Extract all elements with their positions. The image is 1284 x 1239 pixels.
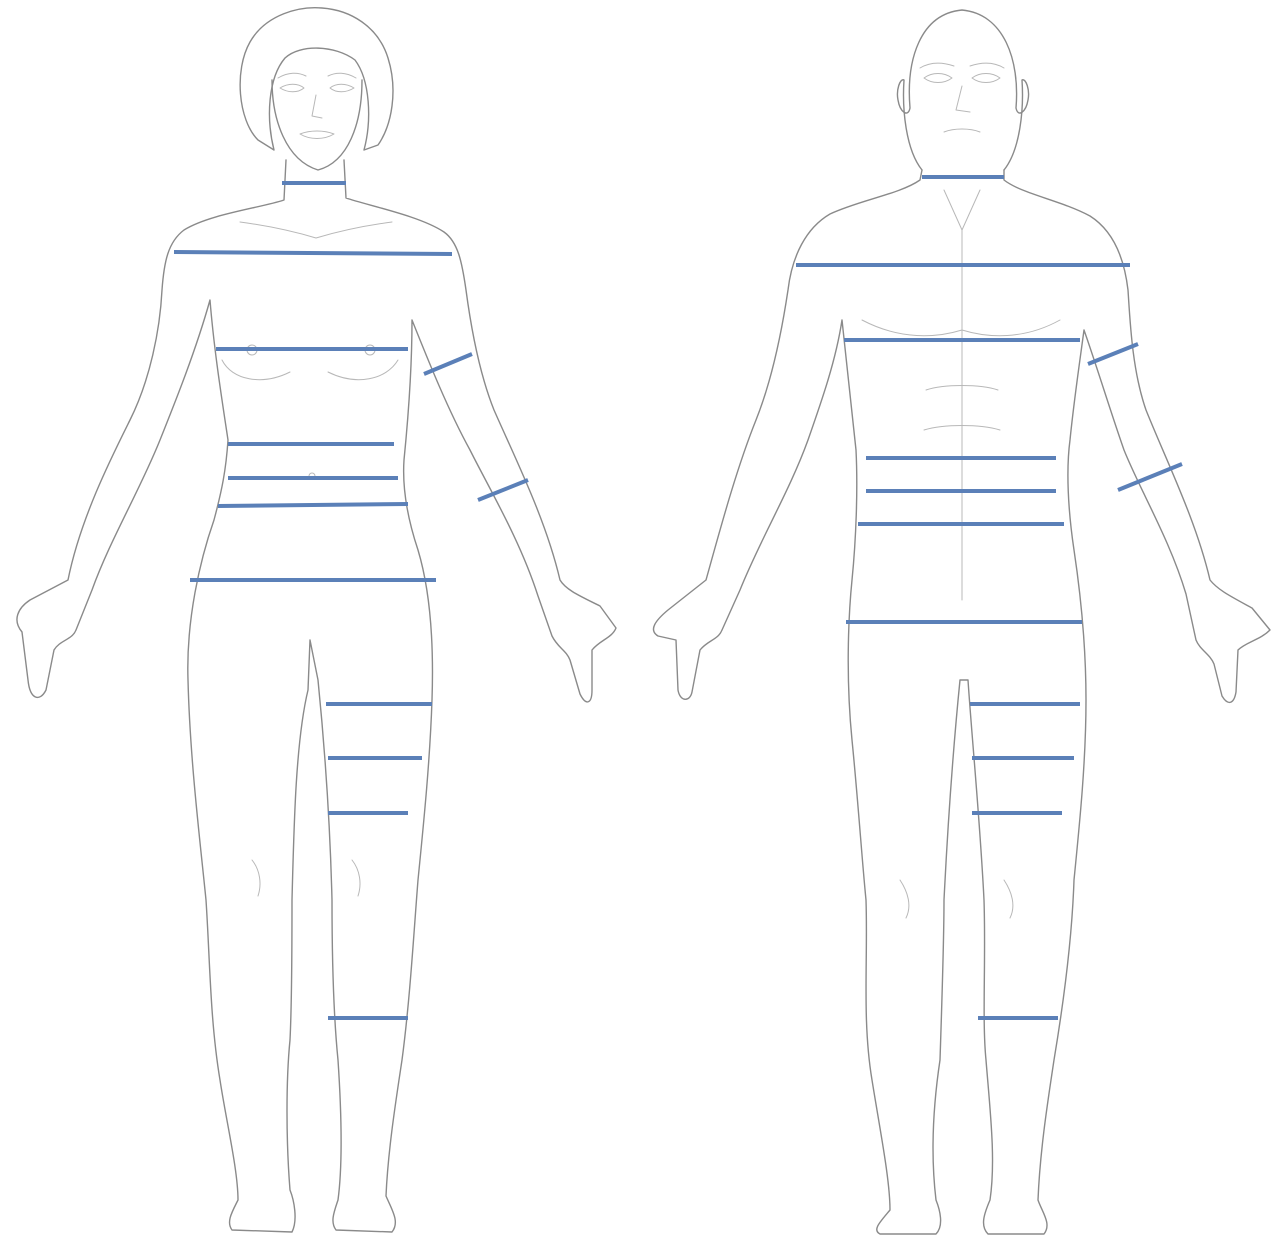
female-body-outline — [17, 160, 616, 1232]
male-knee-right — [1004, 880, 1013, 918]
female-measurement-lines — [174, 183, 528, 1018]
male-upper-arm-line — [1088, 344, 1138, 364]
male-nose — [956, 86, 970, 112]
male-pec-line — [862, 320, 1060, 336]
male-measurement-lines — [796, 177, 1182, 1018]
female-eye-left — [280, 84, 304, 92]
female-waist-lower-line — [218, 504, 408, 506]
female-collarbone — [240, 222, 392, 238]
female-upper-arm-line — [424, 354, 472, 374]
female-breast-left — [222, 360, 290, 380]
male-neck-muscle — [944, 190, 980, 230]
female-knee-left — [252, 860, 260, 896]
female-breast-right — [328, 360, 398, 380]
female-shoulder-line — [174, 252, 452, 254]
female-mouth — [300, 131, 334, 139]
female-brow-left — [278, 73, 306, 78]
male-eye-left — [924, 74, 952, 83]
male-forearm-line — [1118, 464, 1182, 490]
male-mouth — [944, 129, 980, 132]
female-knee-right — [352, 860, 360, 896]
female-nose — [312, 95, 322, 118]
female-face — [272, 80, 362, 170]
female-figure — [17, 8, 616, 1232]
male-brow-right — [970, 63, 1004, 68]
female-eye-right — [330, 84, 354, 92]
male-head — [897, 10, 1028, 170]
male-eye-right — [972, 74, 1000, 83]
male-knee-left — [900, 880, 909, 918]
male-brow-left — [920, 63, 954, 68]
female-hair — [240, 8, 393, 150]
female-brow-right — [328, 73, 356, 78]
female-forearm-line — [478, 480, 528, 500]
